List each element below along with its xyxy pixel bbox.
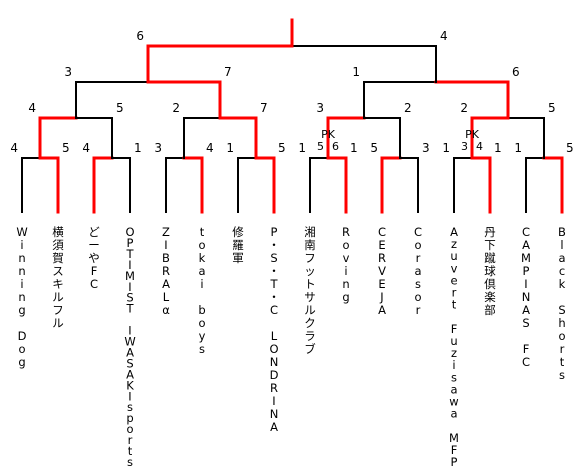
pk-score-4-b: 6 [332,140,339,153]
score-round1-4-a: 1 [298,141,306,155]
score-round1-5-a: 5 [370,141,378,155]
pk-score-4-a: 5 [317,140,324,153]
score-round2-2-b: 2 [404,101,412,115]
score-round1-3-b: 5 [278,141,286,155]
score-round2-0-b: 5 [116,101,124,115]
score-round1-5-b: 3 [422,141,430,155]
score-round1-6-a: 1 [442,141,450,155]
score-round2-3-a: 2 [460,101,468,115]
score-round1-7-b: 5 [566,141,574,155]
score-round3-0-b: 7 [224,65,232,79]
score-round1-2-a: 3 [154,141,162,155]
score-round1-6-b: 1 [494,141,502,155]
score-round1-7-a: 1 [514,141,522,155]
pk-score-6-a: 3 [461,140,468,153]
score-round3-0-a: 3 [64,65,72,79]
score-round1-0-b: 5 [62,141,70,155]
team-name-9: 湘南フットサルクラブ [304,225,316,356]
score-round1-3-a: 1 [226,141,234,155]
score-round1-1-a: 4 [82,141,90,155]
score-round2-1-a: 2 [172,101,180,115]
score-round2-2-a: 3 [316,101,324,115]
score-round1-4-b: 1 [350,141,358,155]
bracket-lines [21,18,564,214]
score-round2-1-b: 7 [260,101,268,115]
score-round1-2-b: 4 [206,141,214,155]
score-round2-0-a: 4 [28,101,36,115]
score-round1-0-a: 4 [10,141,18,155]
pk-label-4: PK [321,128,336,141]
team-name-2: 横須賀スキルフル [52,225,64,330]
score-round3-1-b: 6 [512,65,520,79]
team-name-7: 修羅軍 [232,225,244,265]
score-round3-1-a: 1 [352,65,360,79]
team-name-14: 丹下蹴球倶楽部 [484,225,496,317]
score-round1-1-b: 1 [134,141,142,155]
score-final-0-a: 6 [136,29,144,43]
pk-score-6-b: 4 [476,140,483,153]
pk-label-6: PK [465,128,480,141]
score-final-0-b: 4 [440,29,448,43]
score-round2-3-b: 5 [548,101,556,115]
